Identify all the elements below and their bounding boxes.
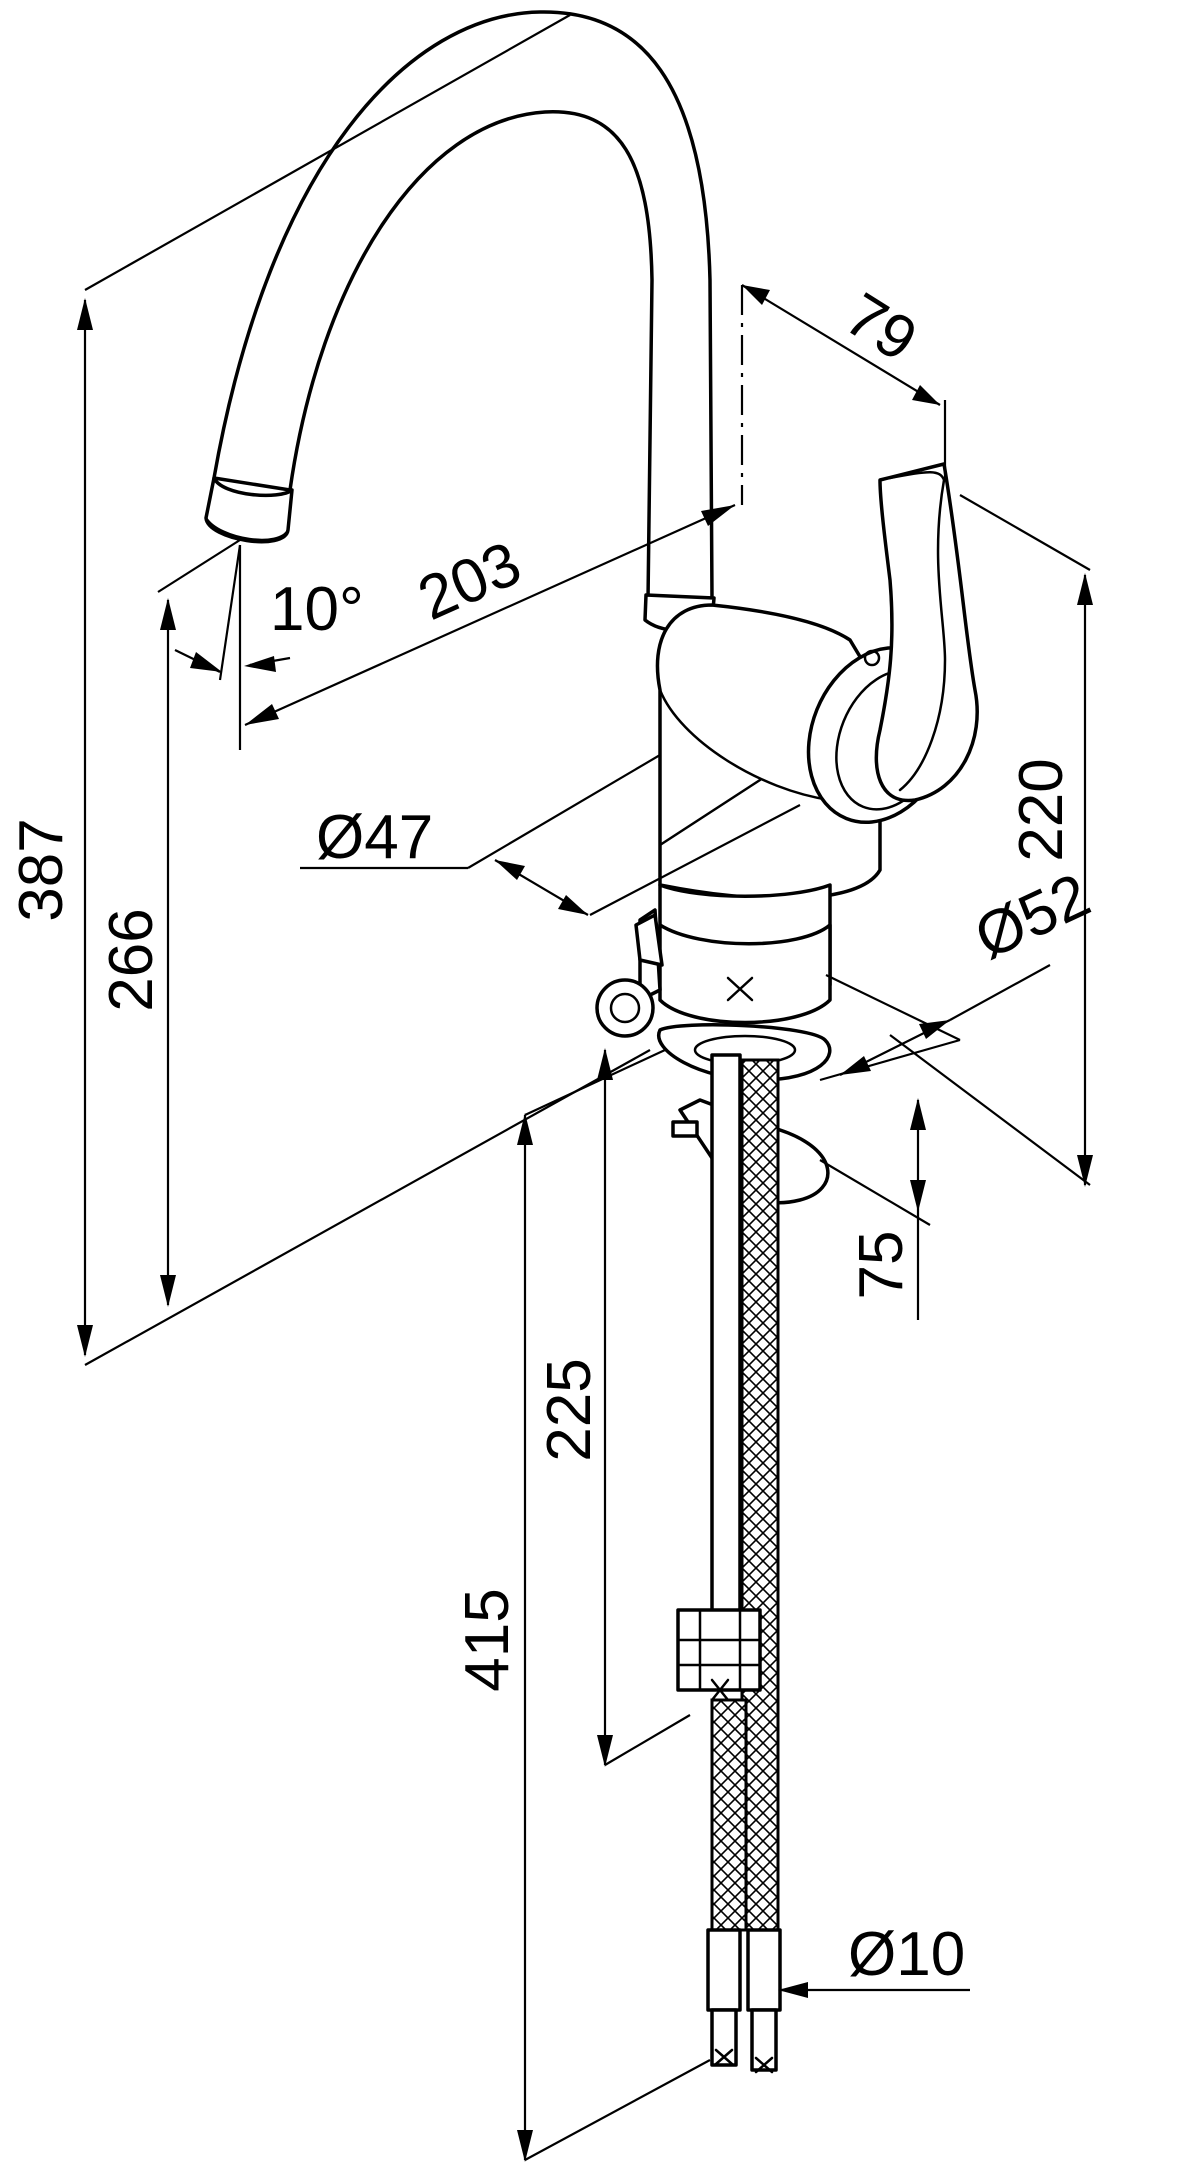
lever-handle bbox=[874, 462, 979, 803]
label-shank-length: 225 bbox=[535, 1358, 604, 1461]
dimension-lines bbox=[77, 14, 1093, 2162]
threaded-rod bbox=[710, 1053, 742, 1622]
label-connector-diameter: Ø10 bbox=[848, 1920, 965, 1989]
label-spout-reach: 203 bbox=[408, 529, 531, 634]
base-ring bbox=[658, 923, 832, 1025]
faucet-outline bbox=[204, 10, 979, 2074]
label-deck-thickness: 75 bbox=[847, 1231, 916, 1300]
label-handle-offset: 79 bbox=[833, 280, 928, 375]
label-spout-angle: 10° bbox=[270, 575, 364, 644]
valve-knob bbox=[595, 978, 655, 1038]
label-base-diameter: Ø52 bbox=[965, 861, 1100, 973]
fixing-nut bbox=[676, 1608, 762, 1692]
braided-hose-1 bbox=[740, 1058, 780, 1932]
label-lever-height: 220 bbox=[1007, 758, 1076, 861]
connector-right bbox=[746, 1928, 782, 2012]
label-spout-height: 266 bbox=[97, 908, 166, 1011]
connector-left bbox=[706, 1928, 742, 2012]
label-total-height: 387 bbox=[7, 818, 76, 921]
mounting-washer bbox=[657, 1023, 832, 1082]
braided-hose-2 bbox=[710, 1698, 748, 1932]
spout bbox=[212, 10, 714, 602]
label-body-diameter: Ø47 bbox=[316, 803, 433, 872]
label-hose-length: 415 bbox=[453, 1588, 522, 1691]
